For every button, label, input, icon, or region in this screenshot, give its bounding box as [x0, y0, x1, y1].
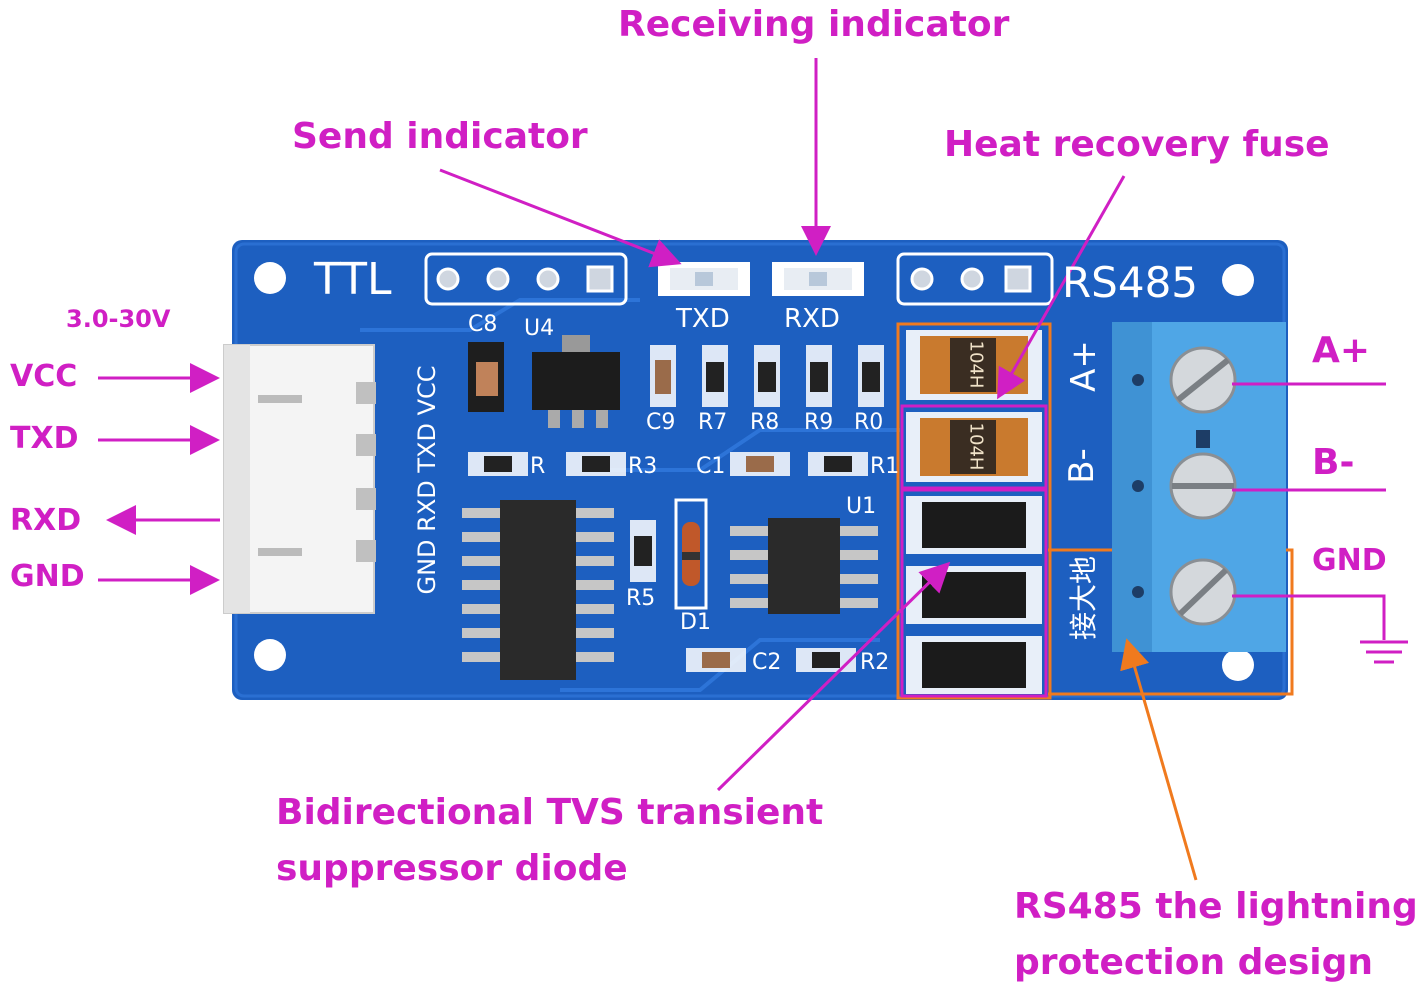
smd-row-top: [650, 345, 884, 407]
tvs-arrow-icon: [716, 561, 951, 792]
tvs-label-line1: Bidirectional TVS transient: [276, 792, 824, 833]
heat-recovery-fuse-label: Heat recovery fuse: [944, 124, 1330, 165]
gnd-label: GND: [10, 559, 85, 594]
fuse-arrow-icon: [997, 175, 1126, 400]
lightning-label-line2: protection design: [1014, 942, 1374, 983]
a-plus-label: A+: [1312, 330, 1371, 371]
silk-connector-pins: GND RXD TXD VCC: [413, 365, 441, 595]
silk-r0: R0: [854, 410, 884, 435]
silk-led-rxd: RXD: [784, 304, 840, 334]
silk-r4: R: [530, 454, 546, 479]
ic-soic-14: [462, 500, 614, 680]
tvs-diodes: [906, 496, 1042, 694]
tvs-label-line2: suppressor diode: [276, 848, 628, 889]
txd-label: TXD: [10, 421, 79, 456]
send-indicator-label: Send indicator: [292, 116, 588, 157]
u4-regulator: [532, 335, 620, 428]
silk-c9: C9: [646, 410, 676, 435]
c8-capacitor: [476, 362, 498, 396]
silk-r7: R7: [698, 410, 728, 435]
silk-ttl: TTL: [314, 254, 392, 305]
silk-u1: U1: [846, 494, 877, 519]
silk-ground-cn: 接大地: [1067, 555, 1101, 641]
voltage-label: 3.0-30V: [66, 305, 171, 333]
send-arrow-icon: [439, 168, 682, 268]
silk-terminal-b: B-: [1061, 448, 1102, 484]
ground-icon: [1360, 640, 1408, 664]
silk-u4: U4: [524, 316, 555, 341]
silk-c8: C8: [468, 312, 498, 337]
terminal-block: [1112, 322, 1286, 652]
rxd-led: [772, 262, 864, 296]
silk-terminal-a: A+: [1063, 340, 1104, 392]
rs485-header: [896, 252, 1054, 306]
protection-zone-box: [896, 322, 1052, 700]
mount-hole: [254, 639, 286, 671]
silk-r2: R2: [860, 650, 890, 675]
silk-d1: D1: [680, 610, 711, 635]
heat-recovery-fuses: [906, 330, 1042, 482]
lightning-arrow-icon: [1120, 638, 1198, 881]
u1-chip: [730, 518, 878, 614]
rxd-label: RXD: [10, 503, 82, 538]
gnd-wire: [1232, 594, 1386, 640]
tvs-box: [900, 488, 1048, 698]
mount-hole: [254, 262, 286, 294]
gnd-right-label: GND: [1312, 543, 1387, 578]
receiving-indicator-label: Receiving indicator: [618, 4, 1010, 45]
silk-r9: R9: [804, 410, 834, 435]
silk-r8: R8: [750, 410, 780, 435]
b-minus-label: B-: [1312, 442, 1355, 483]
vcc-label: VCC: [10, 359, 78, 394]
silk-r1: R1: [870, 454, 900, 479]
d1-diode: [674, 498, 708, 610]
ttl-header: [424, 252, 628, 306]
mount-hole: [1222, 264, 1254, 296]
lightning-label-line1: RS485 the lightning: [1014, 886, 1418, 927]
fuse-box: [900, 404, 1048, 490]
silk-rs485: RS485: [1062, 258, 1199, 307]
silk-r3: R3: [628, 454, 658, 479]
txd-led: [658, 262, 750, 296]
smd-row-mid: [468, 452, 868, 672]
fuse-code-1: 104H: [965, 340, 987, 389]
silk-c2: C2: [752, 650, 782, 675]
silk-led-txd: TXD: [676, 304, 730, 334]
silk-c1: C1: [696, 454, 726, 479]
silk-r5: R5: [626, 586, 656, 611]
ttl-connector: [223, 344, 376, 614]
fuse-code-2: 104H: [965, 422, 987, 471]
mount-hole: [1222, 649, 1254, 681]
